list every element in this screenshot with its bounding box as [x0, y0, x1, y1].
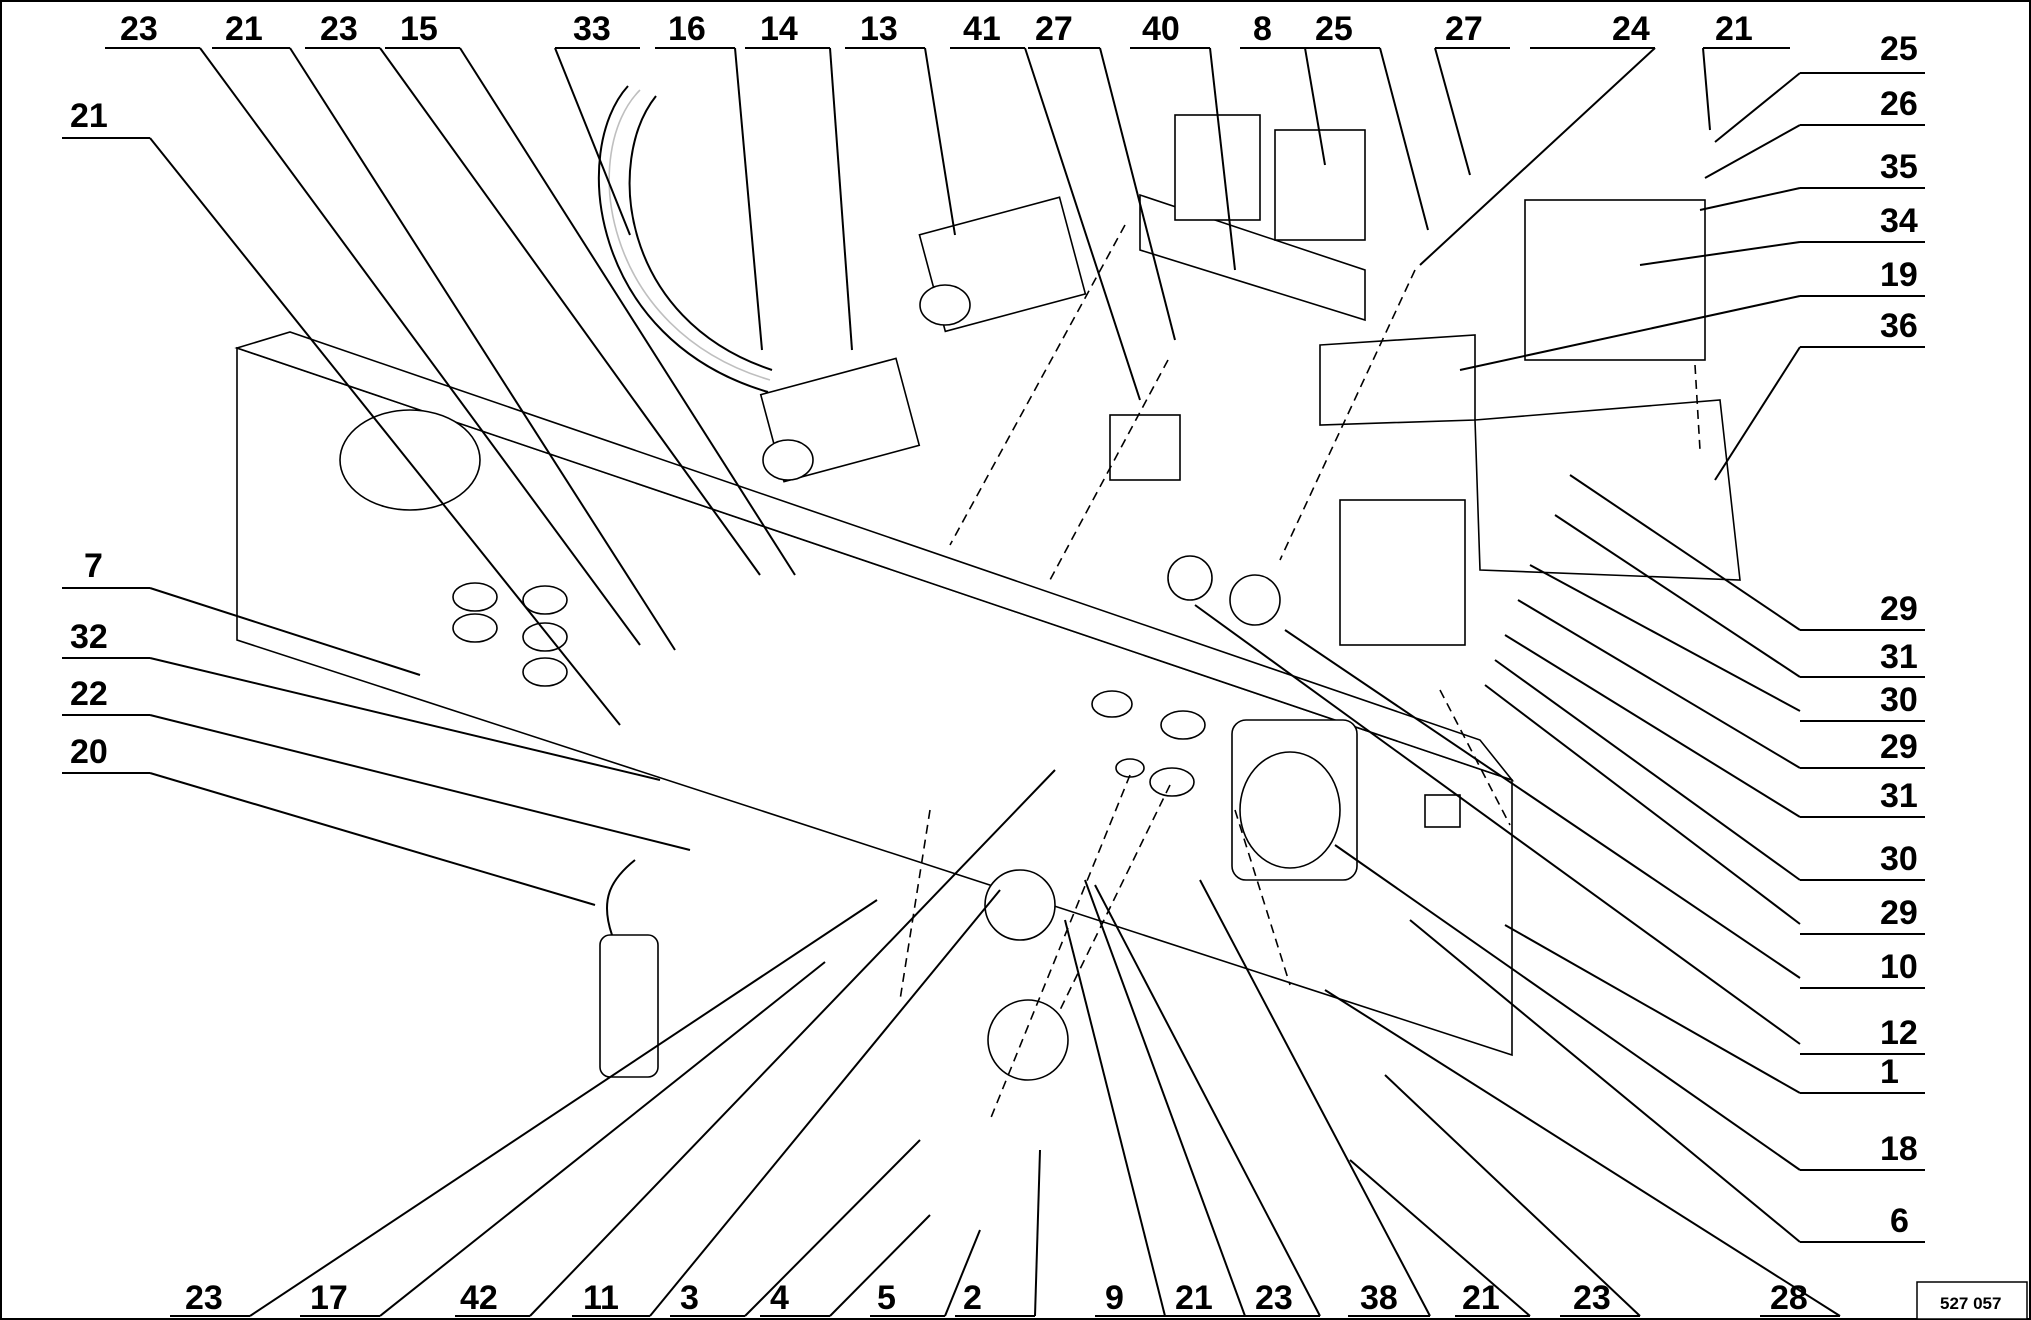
callout-right-10: 29: [1880, 728, 1918, 766]
callout-bottom-2: 17: [310, 1279, 348, 1317]
callout-top-14: 27: [1445, 10, 1483, 48]
nuts: [1167, 555, 1281, 626]
cable-gland-lower: [987, 999, 1069, 1081]
left-callouts: 21 7 32 22 20: [62, 97, 691, 906]
callout-bottom-12: 38: [1360, 1279, 1398, 1317]
callout-left-3: 32: [70, 618, 108, 656]
terminal-block: [1109, 414, 1181, 481]
callout-right-6: 36: [1880, 307, 1918, 345]
callout-bottom-3: 42: [460, 1279, 498, 1317]
reference-box: 527 057: [1916, 1281, 2028, 1320]
callout-bottom-14: 23: [1573, 1279, 1611, 1317]
callout-right-3: 35: [1880, 148, 1918, 186]
callout-top-13: 25: [1315, 10, 1353, 48]
callout-bottom-10: 21: [1175, 1279, 1213, 1317]
callout-right-5: 19: [1880, 256, 1918, 294]
callout-bottom-7: 5: [877, 1279, 896, 1317]
cable-gland-upper: [984, 869, 1056, 941]
callout-top-7: 14: [760, 10, 798, 48]
callout-right-14: 10: [1880, 948, 1918, 986]
callout-bottom-1: 23: [185, 1279, 223, 1317]
callout-top-12: 8: [1253, 10, 1272, 48]
callout-top-5: 33: [573, 10, 611, 48]
callout-bottom-15: 28: [1770, 1279, 1808, 1317]
callout-top-1: 23: [120, 10, 158, 48]
callout-right-8: 31: [1880, 638, 1918, 676]
callout-right-12: 30: [1880, 840, 1918, 878]
callout-right-17: 18: [1880, 1130, 1918, 1168]
callout-top-11: 40: [1142, 10, 1180, 48]
callout-right-1: 25: [1880, 30, 1918, 68]
callout-right-13: 29: [1880, 894, 1918, 932]
callout-left-1: 21: [70, 97, 108, 135]
callout-right-11: 31: [1880, 777, 1918, 815]
solenoid-valve-top: [918, 196, 1087, 333]
front-panel: [234, 331, 1515, 1057]
assembly-lines: [899, 224, 1701, 1121]
transformer-pair: [1139, 114, 1366, 322]
callout-right-15: 12: [1880, 1014, 1918, 1052]
callout-right-16: 1: [1880, 1053, 1899, 1091]
callout-right-4: 34: [1880, 202, 1918, 240]
callout-top-2: 21: [225, 10, 263, 48]
reference-number: 527 057: [1940, 1294, 2001, 1313]
callout-bottom-8: 2: [963, 1279, 982, 1317]
callout-top-3: 23: [320, 10, 358, 48]
callout-top-15: 24: [1612, 10, 1650, 48]
callout-top-6: 16: [668, 10, 706, 48]
callout-bottom-11: 23: [1255, 1279, 1293, 1317]
control-transformer: [1474, 199, 1741, 581]
right-callouts: 25 26 35 34 19 36 29 31 30 29 31 30 29 1…: [1194, 30, 1925, 1243]
hose: [608, 89, 771, 381]
elbow-fitting: [599, 859, 659, 1078]
top-callouts: 23 21 23 15 33 16 14 13 41 27 40 8 25 27…: [105, 10, 1790, 651]
main-switch: [1231, 719, 1358, 881]
callout-top-4: 15: [400, 10, 438, 48]
callout-top-10: 27: [1035, 10, 1073, 48]
callout-right-18: 6: [1890, 1202, 1909, 1240]
circuit-breaker: [1339, 499, 1466, 646]
bottom-callouts: 23 17 42 11 3 4 5 2 9 21 23 38 21 23 28: [170, 769, 1841, 1317]
callout-bottom-6: 4: [770, 1279, 789, 1317]
callout-top-9: 41: [963, 10, 1001, 48]
callout-left-4: 22: [70, 675, 108, 713]
callout-right-7: 29: [1880, 590, 1918, 628]
callout-bottom-9: 9: [1105, 1279, 1124, 1317]
callout-right-2: 26: [1880, 85, 1918, 123]
callout-bottom-5: 3: [680, 1279, 699, 1317]
solenoid-valve-bottom: [759, 357, 921, 483]
callout-top-8: 13: [860, 10, 898, 48]
callout-left-5: 20: [70, 733, 108, 771]
callout-right-9: 30: [1880, 681, 1918, 719]
callout-top-16: 21: [1715, 10, 1753, 48]
callout-bottom-4: 11: [583, 1279, 619, 1317]
callout-left-2: 7: [84, 547, 103, 585]
filter-box: [1319, 334, 1476, 426]
